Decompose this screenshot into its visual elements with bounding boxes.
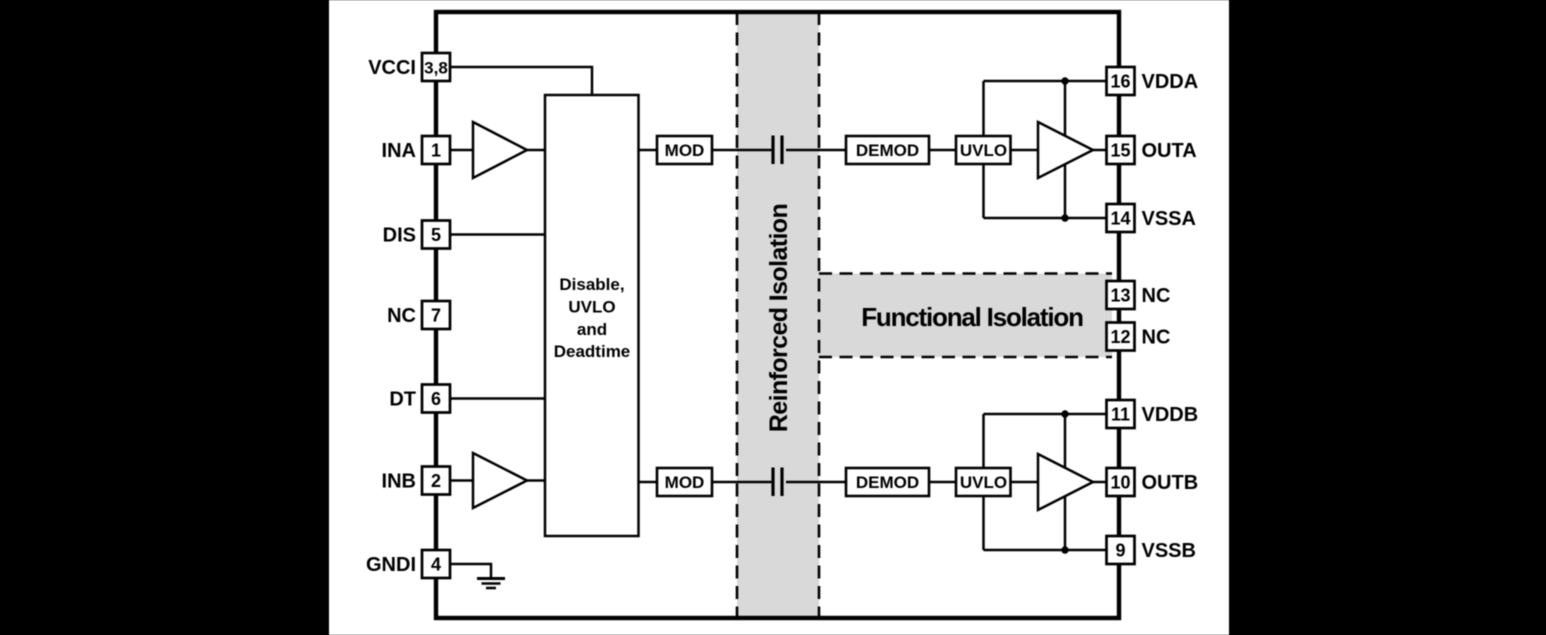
svg-text:GNDI: GNDI xyxy=(366,554,416,576)
svg-text:6: 6 xyxy=(431,389,441,409)
svg-text:Functional Isolation: Functional Isolation xyxy=(861,302,1083,332)
svg-text:UVLO: UVLO xyxy=(568,297,615,316)
svg-text:MOD: MOD xyxy=(665,473,705,492)
svg-text:VSSB: VSSB xyxy=(1142,540,1196,562)
svg-text:DIS: DIS xyxy=(383,225,416,247)
svg-text:DEMOD: DEMOD xyxy=(856,473,919,492)
svg-text:16: 16 xyxy=(1110,72,1130,92)
svg-text:INA: INA xyxy=(382,140,416,162)
svg-text:14: 14 xyxy=(1110,209,1130,229)
svg-text:OUTA: OUTA xyxy=(1142,140,1197,162)
svg-text:VDDB: VDDB xyxy=(1142,404,1199,426)
svg-text:2: 2 xyxy=(431,471,441,491)
svg-text:11: 11 xyxy=(1111,405,1130,425)
svg-text:VDDA: VDDA xyxy=(1142,71,1199,93)
svg-text:VSSA: VSSA xyxy=(1142,208,1196,230)
svg-text:DT: DT xyxy=(389,389,416,411)
svg-text:VCCI: VCCI xyxy=(368,57,416,79)
svg-text:12: 12 xyxy=(1110,327,1130,347)
svg-text:UVLO: UVLO xyxy=(960,473,1007,492)
svg-text:OUTB: OUTB xyxy=(1142,472,1199,494)
svg-text:Disable,: Disable, xyxy=(559,275,624,294)
svg-text:5: 5 xyxy=(431,225,441,245)
svg-text:and: and xyxy=(577,320,607,339)
svg-text:1: 1 xyxy=(431,141,441,161)
svg-text:15: 15 xyxy=(1110,141,1130,161)
svg-text:MOD: MOD xyxy=(665,141,705,160)
svg-text:3,8: 3,8 xyxy=(424,59,448,78)
svg-text:10: 10 xyxy=(1110,473,1130,493)
svg-text:NC: NC xyxy=(1142,285,1171,307)
svg-text:INB: INB xyxy=(382,471,416,493)
svg-text:13: 13 xyxy=(1110,286,1130,306)
svg-text:Reinforced Isolation: Reinforced Isolation xyxy=(765,204,793,432)
svg-text:9: 9 xyxy=(1115,541,1125,561)
svg-text:NC: NC xyxy=(1142,327,1171,349)
svg-text:7: 7 xyxy=(431,306,441,326)
svg-text:DEMOD: DEMOD xyxy=(856,141,919,160)
svg-text:NC: NC xyxy=(387,305,416,327)
svg-text:4: 4 xyxy=(431,555,441,575)
svg-text:Deadtime: Deadtime xyxy=(554,342,631,361)
svg-text:UVLO: UVLO xyxy=(960,141,1007,160)
